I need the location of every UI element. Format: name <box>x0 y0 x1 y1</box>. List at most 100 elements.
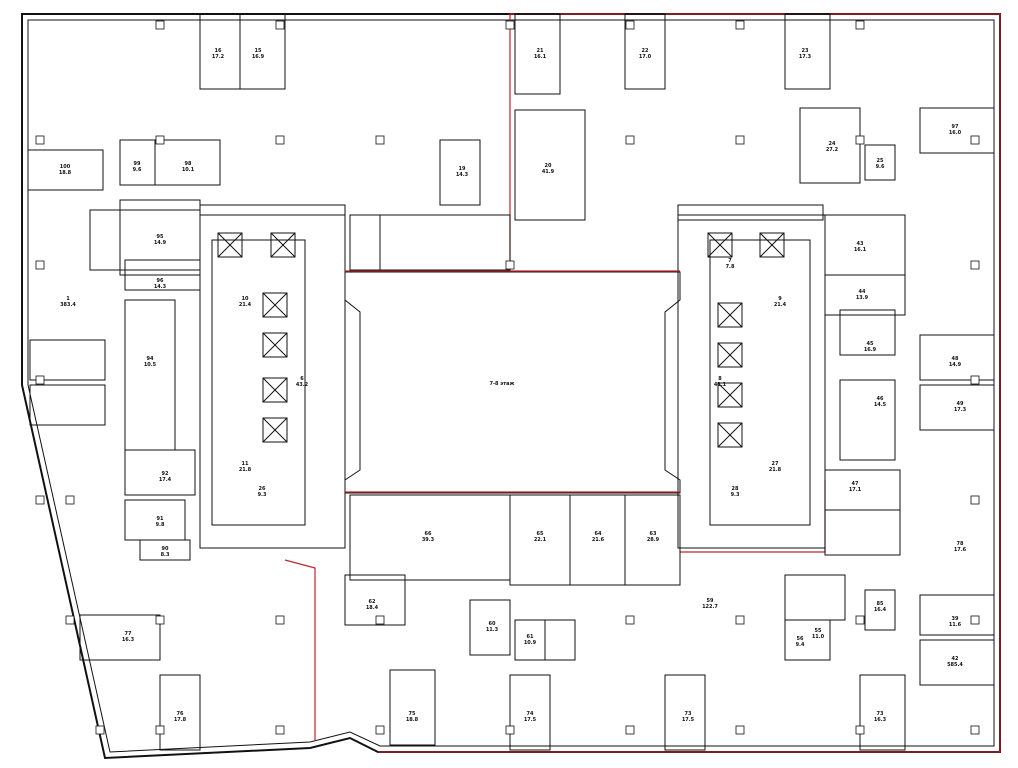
room-label: 15 <box>255 48 262 54</box>
column <box>375 615 385 625</box>
room-label: 64 <box>595 531 602 537</box>
room-label: 16.4 <box>874 607 887 613</box>
column <box>855 20 865 30</box>
room-label: 45 <box>867 341 874 347</box>
elevator-shaft <box>262 417 288 443</box>
room-label: 14.5 <box>874 402 887 408</box>
room-label: 18.8 <box>406 717 419 723</box>
room-outline <box>514 13 561 95</box>
room-label: 49 <box>957 401 964 407</box>
room-outline <box>864 144 896 181</box>
elevator-shaft <box>717 382 743 408</box>
room-label: 17.0 <box>639 54 652 60</box>
lease-boundary-line <box>378 13 1001 753</box>
room-label: 17.5 <box>524 717 537 723</box>
room-label: 27 <box>772 461 779 467</box>
elevator-cross <box>262 332 288 358</box>
room-label: 60 <box>489 621 496 627</box>
column <box>35 375 45 385</box>
room-label: 17.1 <box>849 487 862 493</box>
room-outline <box>919 107 995 154</box>
room-label: 14.3 <box>456 172 469 178</box>
column <box>505 20 515 30</box>
column <box>970 725 980 735</box>
room-outline <box>824 509 901 556</box>
room-outline <box>154 139 221 186</box>
room-outline <box>199 204 346 216</box>
column <box>375 725 385 735</box>
room-label: 21.4 <box>774 302 787 308</box>
room-outline <box>919 639 995 686</box>
column <box>625 20 635 30</box>
lease-boundary <box>284 13 1001 753</box>
room-label: 7.8 <box>726 264 735 270</box>
column <box>35 260 45 270</box>
room-label: 63 <box>650 531 657 537</box>
elevator-shaft <box>717 422 743 448</box>
column <box>155 725 165 735</box>
room-label: 39 <box>952 616 959 622</box>
room-label: 9.6 <box>133 167 142 173</box>
room-label: 74 <box>527 711 534 717</box>
elevator-shaft <box>217 232 243 258</box>
room-label: 77 <box>125 631 132 637</box>
columns <box>35 20 980 735</box>
room-label: 383.4 <box>60 302 76 308</box>
column <box>375 135 385 145</box>
room-outline <box>839 309 896 356</box>
rooms <box>27 13 995 751</box>
elevator-cross <box>262 417 288 443</box>
elevator-cross <box>270 232 296 258</box>
column <box>505 725 515 735</box>
room-label: 46 <box>877 396 884 402</box>
room-label: 73 <box>877 711 884 717</box>
room-label: 17.5 <box>682 717 695 723</box>
column <box>970 260 980 270</box>
room-outline <box>824 214 906 276</box>
room-label: 48 <box>952 356 959 362</box>
room-label: 24 <box>829 141 836 147</box>
room-label: 90 <box>162 546 169 552</box>
room-label: 1 <box>66 296 70 302</box>
room-label: 9.3 <box>731 492 740 498</box>
room-label: 21.4 <box>239 302 252 308</box>
room-label: 97 <box>952 124 959 130</box>
elevator-shaft <box>717 342 743 368</box>
room-label: 21.8 <box>239 467 252 473</box>
column <box>275 135 285 145</box>
room-outline <box>624 494 681 586</box>
room-label: 122.7 <box>702 604 718 610</box>
room-label: 11.6 <box>949 622 962 628</box>
room-label: 14.9 <box>949 362 962 368</box>
room-outline <box>124 299 176 451</box>
room-label: 42 <box>952 656 959 662</box>
room-label: 99 <box>134 161 141 167</box>
room-label: 55 <box>815 628 822 634</box>
room-outline <box>824 274 906 316</box>
room-label: 16.3 <box>874 717 887 723</box>
room-label: 9.4 <box>796 642 805 648</box>
room-label: 9.6 <box>876 164 885 170</box>
room-outline <box>344 574 406 626</box>
room-label: 16.1 <box>534 54 547 60</box>
column <box>970 495 980 505</box>
room-outline <box>664 674 706 751</box>
room-label: 19 <box>459 166 466 172</box>
room-label: 11.3 <box>486 627 499 633</box>
column <box>35 495 45 505</box>
room-outline <box>124 499 186 541</box>
room-outline <box>439 139 481 206</box>
room-label: 76 <box>177 711 184 717</box>
room-label: 78 <box>957 541 964 547</box>
room-outline <box>784 619 831 661</box>
room-label: 92 <box>162 471 169 477</box>
room-label: 17.3 <box>799 54 812 60</box>
room-outline <box>29 384 106 426</box>
column <box>735 20 745 30</box>
room-label: 14.3 <box>154 284 167 290</box>
room-label: 16.1 <box>854 247 867 253</box>
room-label: 8 <box>718 376 722 382</box>
room-label: 9.8 <box>156 522 165 528</box>
elevator-cross <box>759 232 785 258</box>
room-label: 14.9 <box>154 240 167 246</box>
